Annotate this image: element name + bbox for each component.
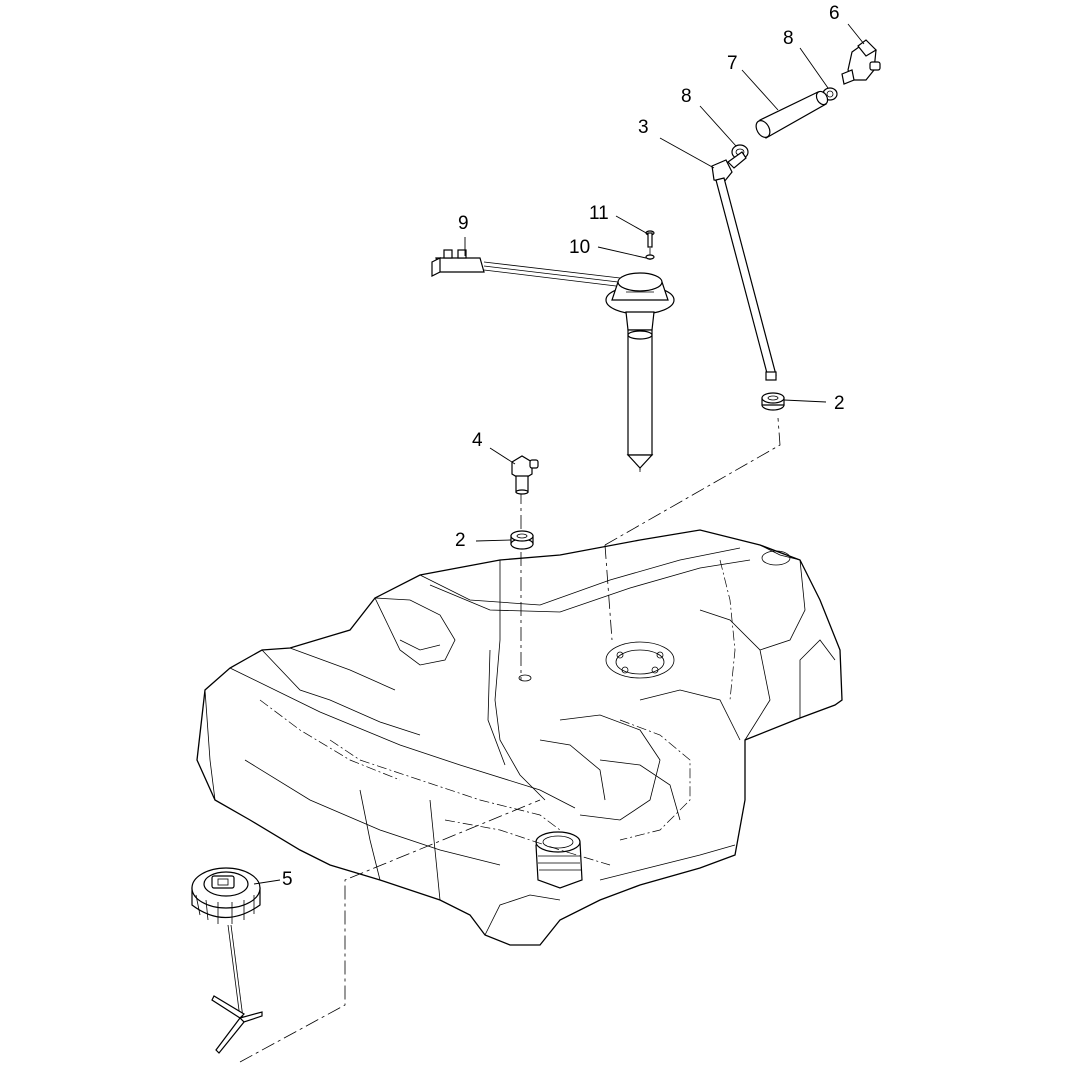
fuel-sender-part-9	[431, 249, 675, 472]
callout-8-upper: 8	[783, 28, 794, 49]
elbow-fitting-part-4	[511, 455, 539, 495]
callout-4: 4	[472, 430, 483, 451]
leader-6	[847, 23, 865, 45]
callout-6: 6	[829, 3, 840, 24]
leader-4	[489, 447, 516, 465]
fuel-cap-part-5	[191, 867, 263, 1054]
callout-3: 3	[638, 117, 649, 138]
leader-7	[741, 69, 779, 111]
grommet-part-2-center	[510, 530, 534, 550]
fuel-tank	[196, 529, 843, 946]
assembly-line-cap-to-tank	[239, 799, 541, 1063]
leader-10	[597, 246, 647, 259]
hose-part-7	[755, 90, 829, 139]
grommet-part-2-right	[761, 392, 785, 411]
callout-11: 11	[589, 203, 609, 224]
vent-valve-part-6	[841, 39, 881, 85]
leader-8-lower	[699, 105, 737, 147]
vent-tube-part-3	[711, 151, 777, 381]
washer-part-10	[645, 254, 655, 260]
callout-8-lower: 8	[681, 86, 692, 107]
callout-5: 5	[282, 869, 293, 890]
leader-3	[659, 137, 715, 169]
leader-11	[615, 215, 649, 235]
leader-2-right	[783, 399, 827, 403]
callout-10: 10	[569, 237, 591, 258]
leader-8-upper	[799, 47, 829, 89]
callout-9: 9	[458, 213, 469, 234]
leader-lines	[253, 23, 865, 885]
assembly-line-tank-to-grommet-right	[604, 417, 781, 546]
callout-2-right: 2	[834, 393, 845, 414]
callout-7: 7	[727, 53, 738, 74]
leader-5	[253, 879, 281, 885]
assembly-line-tank-to-pump	[604, 544, 613, 641]
callout-2-center: 2	[455, 530, 466, 551]
leader-2-center	[475, 539, 512, 542]
